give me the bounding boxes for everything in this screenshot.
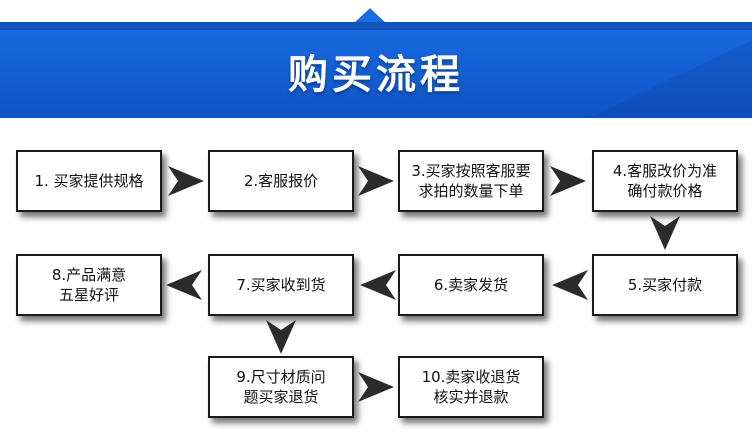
step-3-box: 3.买家按照客服要 求拍的数量下单 [398, 150, 544, 212]
step-8-box: 8.产品满意 五星好评 [16, 254, 162, 316]
arrow-left-icon [166, 270, 202, 300]
page-title: 购买流程 [288, 52, 464, 98]
arrow-right-icon [358, 372, 394, 402]
arrow-right-icon [550, 166, 586, 196]
step-2-box: 2.客服报价 [208, 150, 354, 212]
step-1-box: 1. 买家提供规格 [16, 150, 162, 212]
arrow-right-icon [358, 166, 394, 196]
header-banner: 购买流程 [0, 0, 752, 132]
arrow-left-icon [360, 270, 396, 300]
arrow-right-icon [168, 166, 204, 196]
step-5-box: 5.买家付款 [592, 254, 738, 316]
arrow-left-icon [552, 270, 588, 300]
arrow-down-icon [266, 320, 296, 354]
step-6-box: 6.卖家发货 [398, 254, 544, 316]
step-4-box: 4.客服改价为准 确付款价格 [592, 150, 738, 212]
step-7-box: 7.买家收到货 [208, 254, 354, 316]
arrow-down-icon [650, 216, 680, 250]
step-9-box: 9.尺寸材质问 题买家退货 [208, 356, 354, 418]
banner-background [0, 0, 752, 132]
step-10-box: 10.卖家收退货 核实并退款 [398, 356, 544, 418]
